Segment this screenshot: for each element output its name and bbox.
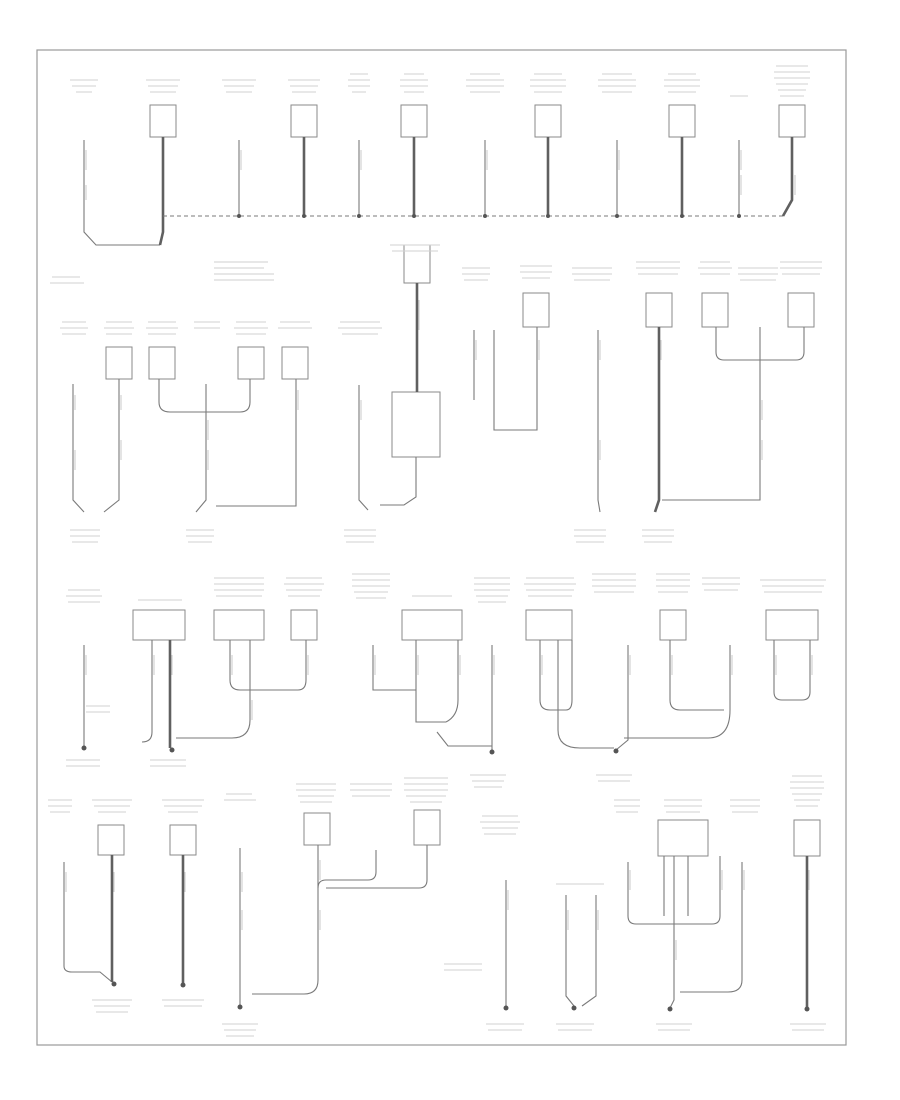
- wire: [63, 862, 113, 983]
- wire: [557, 640, 614, 749]
- component-box: [413, 809, 441, 846]
- wire: [195, 384, 207, 513]
- wire: [176, 640, 251, 739]
- ground-point: [804, 1006, 810, 1012]
- ground-point: [180, 982, 186, 988]
- legend-lines: [214, 261, 274, 281]
- splice-dot: [412, 214, 416, 218]
- component-box: [105, 346, 133, 380]
- ground-point: [489, 749, 495, 755]
- splice-dot: [680, 214, 684, 218]
- splice-dot: [302, 214, 306, 218]
- splice-dot: [357, 214, 361, 218]
- ground-point: [571, 1005, 577, 1011]
- ground-point: [111, 981, 117, 987]
- wire: [326, 845, 428, 889]
- component-box: [290, 609, 318, 641]
- component-box: [148, 346, 176, 380]
- splice-dot: [737, 214, 741, 218]
- label-placeholders: [50, 65, 810, 284]
- row-2-grounds: [60, 244, 822, 543]
- component-box: [132, 609, 186, 641]
- wire: [317, 850, 377, 889]
- wire: [229, 640, 307, 691]
- ground-point: [81, 745, 87, 751]
- wire: [216, 379, 297, 507]
- component-box: [237, 346, 265, 380]
- ground-point: [503, 1005, 509, 1011]
- component-box: [793, 819, 821, 857]
- component-box: [778, 104, 806, 138]
- component-box: [659, 609, 687, 641]
- ground-point: [237, 1004, 243, 1010]
- splice-dot: [237, 214, 241, 218]
- component-box: [525, 609, 573, 641]
- component-box: [534, 104, 562, 138]
- component-box: [645, 292, 673, 328]
- wire: [415, 640, 446, 723]
- module-box: [391, 391, 441, 458]
- wire: [539, 640, 573, 711]
- row-3-grounds: [66, 573, 826, 788]
- wire: [653, 327, 661, 513]
- wire: [662, 327, 761, 501]
- wire: [445, 640, 459, 723]
- wire: [372, 645, 416, 691]
- wire: [358, 385, 369, 511]
- ground-point: [169, 747, 175, 753]
- component-box: [303, 812, 331, 846]
- wire: [103, 379, 120, 513]
- component-box: [787, 292, 815, 328]
- component-box: [765, 609, 819, 641]
- component-box: [400, 104, 428, 138]
- component-box: [149, 104, 177, 138]
- row-4-grounds: [48, 775, 826, 1037]
- row-1-grounds: [50, 65, 810, 284]
- splice-dot: [483, 214, 487, 218]
- wire: [615, 645, 629, 751]
- wire: [158, 379, 251, 413]
- component-box: [290, 104, 318, 138]
- ground-point: [667, 1006, 673, 1012]
- component-box: [281, 346, 309, 380]
- component-box: [701, 292, 729, 328]
- label-placeholders: [66, 573, 826, 788]
- wire: [72, 384, 85, 513]
- wire: [436, 731, 492, 747]
- splice-dot: [615, 214, 619, 218]
- wire: [773, 640, 811, 701]
- component-box: [213, 609, 265, 641]
- wire: [581, 895, 597, 1007]
- diagram-frame: [36, 49, 847, 1046]
- ground-point: [613, 748, 619, 754]
- component-box: [97, 824, 125, 856]
- wire: [252, 845, 319, 995]
- wire: [669, 640, 724, 711]
- component-box: [657, 819, 709, 857]
- component-box: [522, 292, 550, 328]
- wire: [781, 137, 794, 217]
- wire: [493, 327, 538, 431]
- component-box: [401, 609, 463, 641]
- wire-tick-marks: [65, 150, 813, 960]
- wire: [158, 137, 165, 246]
- wire: [380, 457, 417, 506]
- splice-dot: [546, 214, 550, 218]
- label-placeholders: [60, 244, 822, 543]
- wire: [565, 895, 575, 1007]
- wire: [83, 140, 160, 246]
- wire: [624, 645, 731, 739]
- wire: [597, 330, 601, 513]
- wire: [680, 862, 743, 993]
- component-box: [169, 824, 197, 856]
- component-box: [668, 104, 696, 138]
- wire: [669, 856, 675, 1009]
- label-placeholders: [48, 775, 826, 1037]
- wire: [141, 640, 153, 743]
